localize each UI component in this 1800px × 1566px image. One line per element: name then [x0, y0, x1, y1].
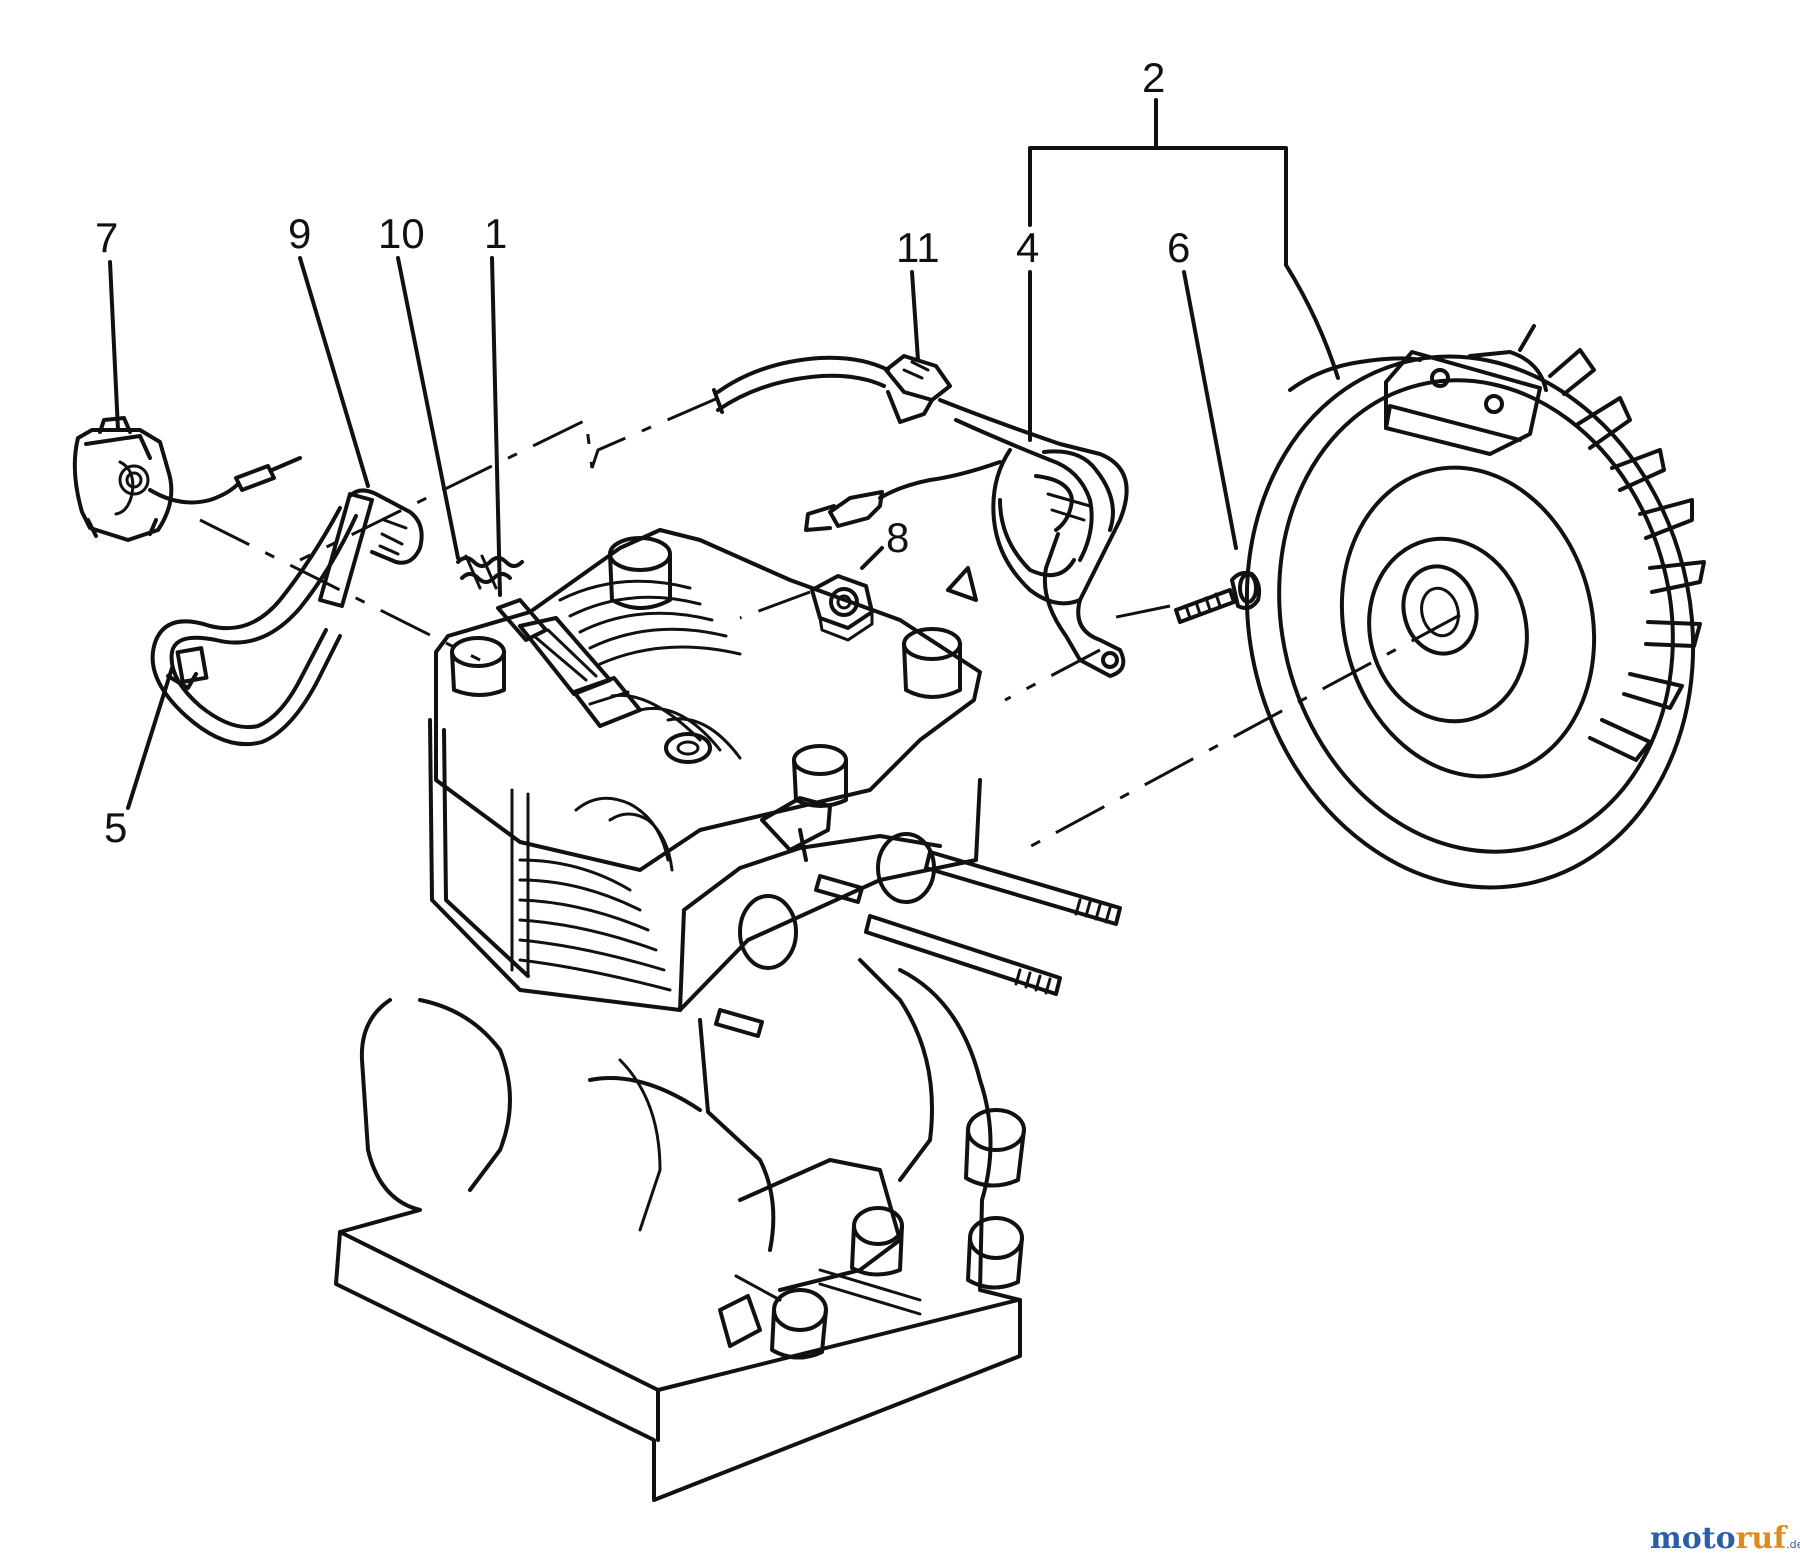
leader-7 [108, 260, 120, 432]
assembly-line-stopswitch [199, 518, 481, 662]
stop-switch-part-7 [72, 416, 302, 542]
watermark-suffix: .de [1786, 1538, 1800, 1551]
callout-7: 7 [95, 214, 118, 261]
callout-labels: 2 7 9 10 1 11 4 6 8 5 [95, 54, 1190, 851]
flywheel-part-2 [1244, 324, 1706, 890]
assembly-line-crankshaft [1019, 613, 1461, 854]
ignition-coil-part-4 [804, 398, 1129, 678]
leader-2-to-flywheel [1284, 263, 1340, 380]
callout-5: 5 [104, 804, 127, 851]
callout-2: 2 [1142, 54, 1165, 101]
leader-8 [860, 546, 884, 570]
studs [714, 850, 1122, 1038]
assembly-line-nut [739, 590, 811, 620]
watermark-text: motoruf.de [1650, 1521, 1800, 1556]
callout-10: 10 [378, 210, 425, 257]
leader-5 [126, 666, 174, 810]
watermark: motoruf.de [1650, 1521, 1800, 1556]
callout-6: 6 [1167, 224, 1190, 271]
callout-8: 8 [886, 514, 909, 561]
flywheel-fins [1518, 324, 1706, 762]
callout-1: 1 [484, 210, 507, 257]
spark-plug-part-1 [496, 598, 642, 728]
assembly-line-wire [299, 396, 719, 562]
leader-2-bracket [1028, 98, 1288, 267]
callout-4: 4 [1016, 224, 1039, 271]
callout-9: 9 [288, 210, 311, 257]
leader-9 [298, 256, 370, 488]
assembly-line-coil [1004, 648, 1101, 702]
leader-10 [396, 256, 460, 560]
crankcase [334, 958, 1026, 1502]
leader-1 [490, 256, 502, 597]
watermark-part-a: moto [1650, 1521, 1736, 1556]
spring-part-10 [456, 554, 524, 590]
assembly-lines [199, 396, 1461, 854]
leader-11 [910, 270, 920, 362]
leader-6 [1182, 270, 1238, 550]
assembly-line-screw [1101, 604, 1171, 622]
ground-wire-part-11 [712, 354, 952, 424]
engine-block [428, 528, 1122, 1038]
watermark-part-b: ruf [1736, 1521, 1789, 1556]
callout-11: 11 [896, 224, 940, 271]
leader-lines [108, 98, 1340, 810]
spark-plug-wire-part-9-5 [150, 488, 424, 747]
screw-part-6 [1174, 570, 1262, 624]
